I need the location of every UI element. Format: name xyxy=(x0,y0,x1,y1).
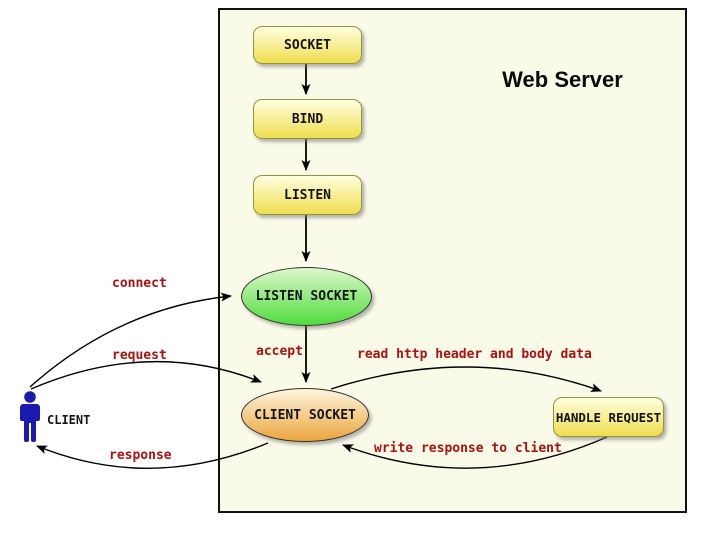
node-bind: BIND xyxy=(253,99,362,139)
edge-label-accept: accept xyxy=(256,344,303,359)
node-client-socket-label: CLIENT SOCKET xyxy=(254,407,356,423)
node-listen-socket-label: LISTEN SOCKET xyxy=(255,289,358,304)
edge-label-write-response: write response to client xyxy=(374,441,562,456)
arrow-connect xyxy=(29,292,232,388)
node-bind-label: BIND xyxy=(291,111,324,127)
node-socket: SOCKET xyxy=(253,26,362,64)
node-client-socket: CLIENT SOCKET xyxy=(241,388,369,442)
edge-label-response: response xyxy=(109,448,172,463)
node-listen-socket: LISTEN SOCKET xyxy=(241,267,372,326)
edge-label-request: request xyxy=(112,348,167,363)
diagram-title: Web Server xyxy=(502,67,623,92)
edge-label-read-http: read http header and body data xyxy=(357,347,592,362)
edge-label-connect: connect xyxy=(112,276,167,291)
node-listen-label: LISTEN xyxy=(284,187,331,203)
node-handle-request-label: HANDLE REQUEST xyxy=(555,409,662,425)
node-handle-request: HANDLE REQUEST xyxy=(553,397,664,437)
client-person-icon xyxy=(20,391,40,442)
client-actor-label: CLIENT xyxy=(47,413,91,427)
node-listen: LISTEN xyxy=(253,175,362,215)
node-socket-label: SOCKET xyxy=(284,37,331,53)
